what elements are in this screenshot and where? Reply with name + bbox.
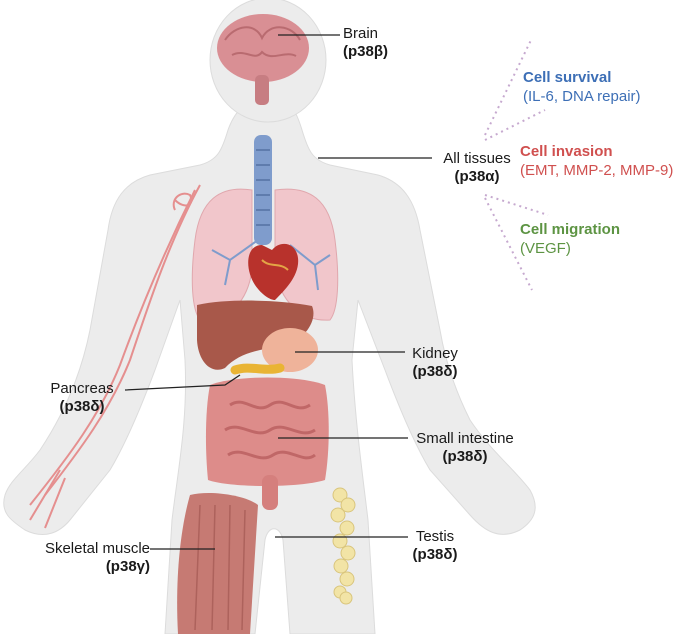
label-testis-isoform: (p38δ) (412, 546, 458, 563)
label-skeletal-muscle-name: Skeletal muscle (44, 540, 150, 557)
label-skeletal-muscle: Skeletal muscle (p38γ) (2, 540, 150, 576)
heart-organ (248, 243, 299, 300)
effect-cell-migration: Cell migration (VEGF) (520, 220, 620, 258)
effect-cell-survival-detail: (IL-6, DNA repair) (523, 88, 641, 105)
leader-pancreas (124, 374, 241, 391)
label-small-intestine-name: Small intestine (416, 430, 514, 447)
testis-organ (330, 487, 356, 605)
label-kidney-name: Kidney (412, 345, 458, 362)
kidney-organ (262, 328, 318, 372)
effect-cell-invasion-detail: (EMT, MMP-2, MMP-9) (520, 162, 674, 179)
intestine-organ (205, 377, 329, 510)
muscle-organ (177, 493, 258, 634)
effect-cell-survival: Cell survival (IL-6, DNA repair) (523, 68, 641, 106)
label-testis-name: Testis (415, 528, 455, 545)
label-pancreas: Pancreas (p38δ) (42, 380, 122, 416)
label-all-tissues: All tissues (p38α) (432, 150, 522, 186)
label-testis: Testis (p38δ) (400, 528, 470, 564)
label-kidney-isoform: (p38δ) (412, 363, 458, 380)
effect-cell-invasion-title: Cell invasion (520, 143, 613, 160)
label-small-intestine-isoform: (p38δ) (442, 448, 488, 465)
effect-cell-invasion: Cell invasion (EMT, MMP-2, MMP-9) (520, 142, 673, 180)
trachea-organ (254, 135, 272, 245)
effect-connectors (484, 37, 549, 291)
label-brain-isoform: (p38β) (343, 43, 388, 60)
effect-cell-migration-detail: (VEGF) (520, 240, 571, 257)
effect-cell-survival-title: Cell survival (523, 69, 612, 86)
label-all-tissues-isoform: (p38α) (454, 168, 500, 185)
label-brain: Brain (p38β) (343, 25, 403, 61)
leader-lines (124, 34, 432, 550)
label-small-intestine: Small intestine (p38δ) (405, 430, 525, 466)
label-pancreas-isoform: (p38δ) (59, 398, 105, 415)
lungs-organ (191, 188, 339, 321)
label-pancreas-name: Pancreas (50, 380, 114, 397)
pancreas-organ (230, 363, 285, 375)
brain-organ (217, 14, 309, 105)
arm-vessels (29, 184, 201, 529)
liver-organ (197, 300, 314, 370)
effect-cell-migration-title: Cell migration (520, 221, 621, 238)
label-kidney: Kidney (p38δ) (400, 345, 470, 381)
label-brain-name: Brain (343, 25, 379, 42)
label-skeletal-muscle-isoform: (p38γ) (105, 558, 150, 575)
label-all-tissues-name: All tissues (443, 150, 511, 167)
